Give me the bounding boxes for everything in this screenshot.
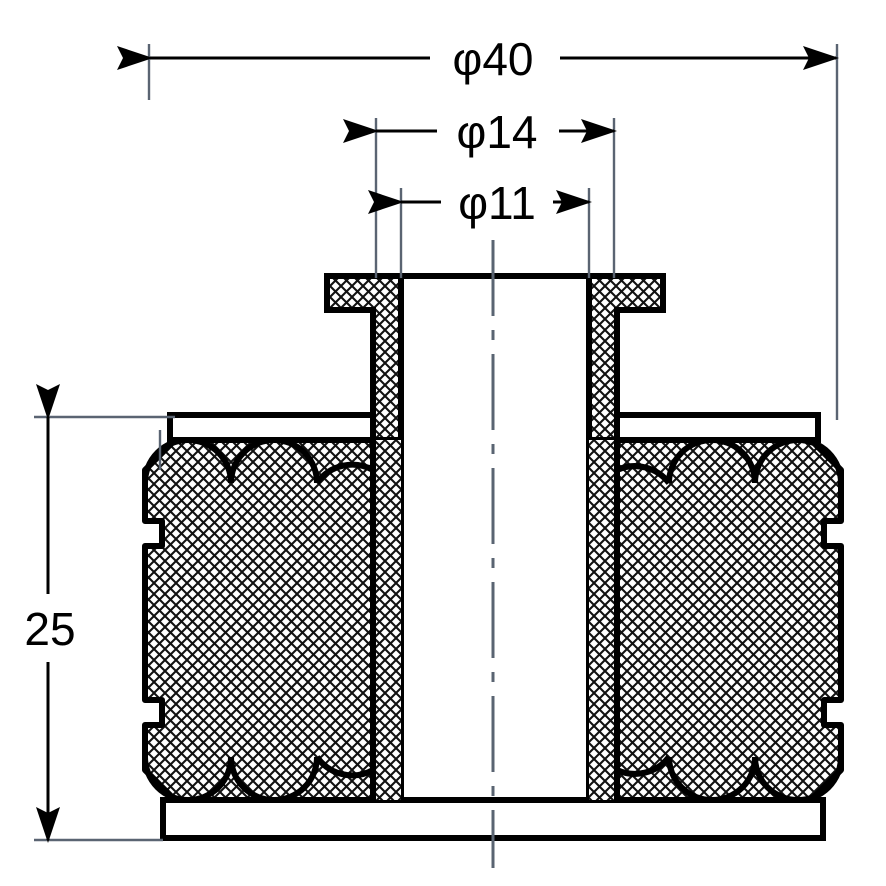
dim-text-mask-phi40 (430, 26, 560, 88)
dim-text-mask-phi14 (437, 100, 559, 160)
elastomer-body-left (142, 437, 376, 803)
top-washer-plate (167, 412, 821, 443)
dimension-label-phi14: φ14 (457, 106, 538, 158)
sleeve-lower-hatch (370, 440, 620, 800)
dimension-inner-bore: φ11 (368, 172, 592, 230)
dimension-label-phi40: φ40 (453, 33, 534, 85)
dimension-label-height: 25 (24, 603, 75, 655)
dimension-outer-diameter: φ40 (117, 26, 839, 88)
dimension-overall-height: 25 (20, 384, 80, 843)
elastomer-body-right-outer (614, 437, 844, 803)
dimension-label-phi11: φ11 (458, 177, 536, 229)
dimension-flange-bore: φ14 (343, 100, 617, 160)
dim-text-mask-phi11 (441, 172, 553, 230)
dim-text-mask-height (20, 594, 80, 662)
